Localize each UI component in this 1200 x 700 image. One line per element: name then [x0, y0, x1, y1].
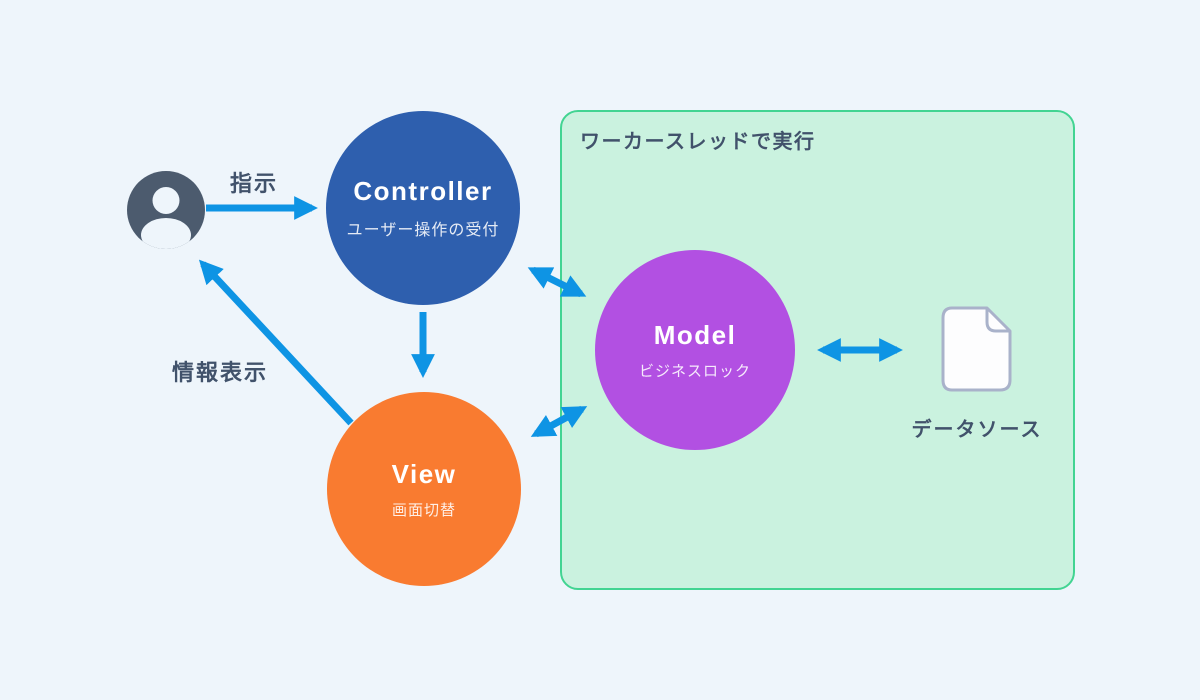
instruction-label: 指示 — [229, 171, 278, 196]
model-subtitle: ビジネスロック — [638, 362, 751, 380]
view-node: View 画面切替 — [327, 392, 521, 586]
person-icon — [127, 171, 205, 249]
datasource-label: データソース — [911, 419, 1043, 441]
model-node: Model ビジネスロック — [595, 250, 795, 450]
arrow-view-to-user — [198, 259, 354, 426]
controller-node: Controller ユーザー操作の受付 — [326, 111, 520, 305]
model-title: Model — [653, 319, 737, 350]
controller-subtitle: ユーザー操作の受付 — [346, 222, 500, 239]
worker-thread-box-title: ワーカースレッドで実行 — [580, 131, 816, 153]
document-icon — [941, 306, 1012, 392]
controller-title: Controller — [353, 176, 493, 206]
info-display-label: 情報表示 — [171, 360, 268, 385]
view-subtitle: 画面切替 — [391, 501, 456, 519]
view-title: View — [391, 458, 457, 489]
